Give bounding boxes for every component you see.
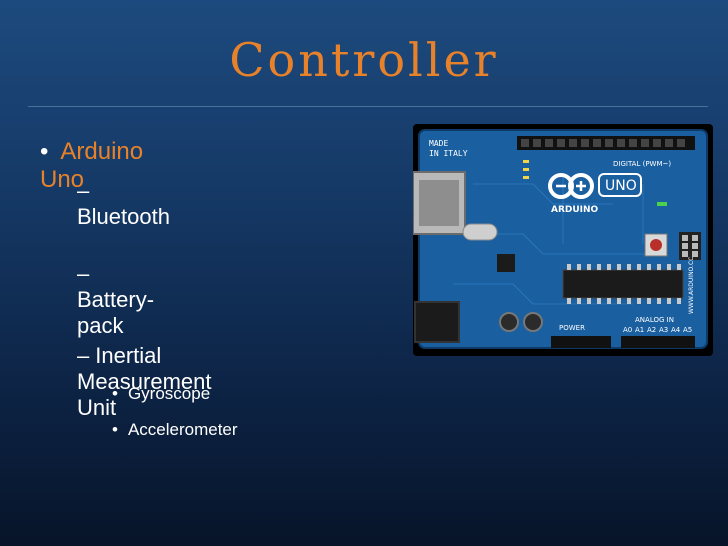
bullet-dot-icon: • <box>112 420 118 439</box>
svg-text:UNO: UNO <box>605 178 637 194</box>
bullet-dot-icon: • <box>112 384 118 403</box>
bullet-imu: –Inertial Measurement Unit <box>77 343 212 421</box>
crystal-icon <box>462 223 498 241</box>
microcontroller-chip-icon <box>562 269 684 299</box>
bullet-text: Battery-pack <box>77 287 155 338</box>
capacitor-icon <box>499 312 519 332</box>
arduino-board-illustration: MADE IN ITALY DIGITAL (PWM~) <box>413 129 708 349</box>
bullet-text: Accelerometer <box>127 420 238 439</box>
bullet-dash-icon: – <box>77 343 90 368</box>
svg-text:DIGITAL (PWM~): DIGITAL (PWM~) <box>613 160 671 168</box>
svg-text:WWW.ARDUINO.CC: WWW.ARDUINO.CC <box>688 257 695 314</box>
capacitor-icon <box>523 312 543 332</box>
arduino-uno-board-image: MADE IN ITALY DIGITAL (PWM~) <box>413 124 713 356</box>
svg-text:A4: A4 <box>671 326 681 334</box>
svg-text:A5: A5 <box>683 326 692 334</box>
bullet-dot-icon: • <box>40 138 49 165</box>
svg-text:POWER: POWER <box>559 324 585 332</box>
svg-text:A0: A0 <box>623 326 632 334</box>
usb-chip-icon <box>497 254 515 272</box>
analog-header <box>621 336 695 348</box>
bullet-battery-pack: –Battery-pack <box>77 261 154 339</box>
svg-text:A2: A2 <box>647 326 656 334</box>
svg-text:A3: A3 <box>659 326 668 334</box>
bullet-dash-icon: – <box>77 178 90 203</box>
bullet-dash-icon: – <box>77 261 90 286</box>
power-header <box>551 336 611 348</box>
svg-text:A1: A1 <box>635 326 644 334</box>
power-jack-icon <box>414 301 460 343</box>
svg-text:IN ITALY: IN ITALY <box>429 149 468 158</box>
svg-text:MADE: MADE <box>429 139 448 148</box>
bullet-bluetooth: –Bluetooth <box>77 178 170 230</box>
bullet-text: Bluetooth <box>77 204 170 229</box>
bullet-text: Arduino Uno <box>40 138 144 193</box>
svg-text:ARDUINO: ARDUINO <box>551 205 599 215</box>
svg-text:ANALOG IN: ANALOG IN <box>635 316 674 324</box>
led-icon <box>523 168 529 171</box>
arduino-logo-icon <box>548 173 594 199</box>
slide-title: Controller <box>229 33 499 87</box>
bullet-text: Inertial Measurement Unit <box>77 343 212 420</box>
led-icon <box>657 202 667 206</box>
led-icon <box>523 176 529 179</box>
title-divider <box>28 106 708 107</box>
led-icon <box>523 160 529 163</box>
bullet-arduino-uno: •Arduino Uno <box>40 138 143 194</box>
bullet-text: Gyroscope <box>127 384 211 403</box>
bullet-accelerometer: • Accelerometer <box>112 420 238 440</box>
bullet-gyroscope: • Gyroscope <box>112 384 210 404</box>
